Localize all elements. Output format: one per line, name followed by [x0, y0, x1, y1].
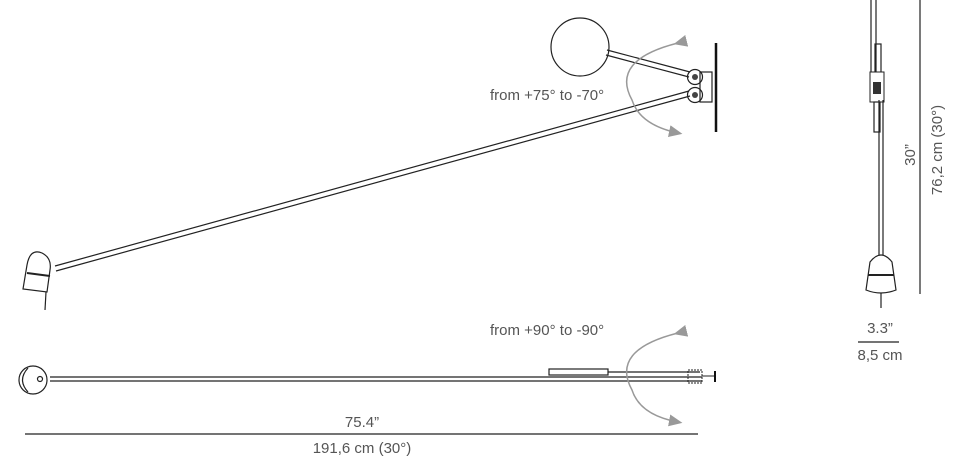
- lamp-head-side: [22, 251, 51, 311]
- side-view: from +75° to -70°: [22, 17, 718, 311]
- rotation-arrow-side: [625, 34, 689, 138]
- side-rotation-label: from +75° to -70°: [490, 87, 604, 104]
- counter-arm: [548, 368, 609, 376]
- length-inches-label: 75.4”: [345, 414, 379, 431]
- joint-pin: [692, 92, 698, 98]
- top-view: from +90° to -90°: [18, 322, 716, 427]
- lamp-head-front: [865, 254, 897, 294]
- head-rim: [21, 367, 29, 393]
- lamp-head-top: [18, 365, 48, 395]
- top-rotation-label: from +90° to -90°: [490, 322, 604, 339]
- length-cm-label: 191,6 cm (30°): [313, 440, 412, 457]
- joint-pin: [692, 74, 698, 80]
- shade-circle-top: [550, 17, 610, 77]
- joint-core: [873, 82, 881, 94]
- rotation-arrow-top: [625, 324, 689, 427]
- front-view: [865, 0, 897, 308]
- long-arm-line: [55, 95, 691, 272]
- head-width-cm-label: 8,5 cm: [857, 347, 902, 364]
- upper-arm-line: [605, 54, 690, 78]
- height-inches-label: 30”: [902, 144, 919, 166]
- height-cm-label: 76,2 cm (30°): [929, 105, 946, 195]
- head-width-inches-label: 3.3”: [867, 320, 893, 337]
- wall-bracket: [699, 71, 713, 103]
- bracket-front-lower: [873, 101, 881, 133]
- long-arm-line: [54, 90, 690, 267]
- head-pivot: [36, 375, 44, 383]
- joint-top: [687, 369, 703, 384]
